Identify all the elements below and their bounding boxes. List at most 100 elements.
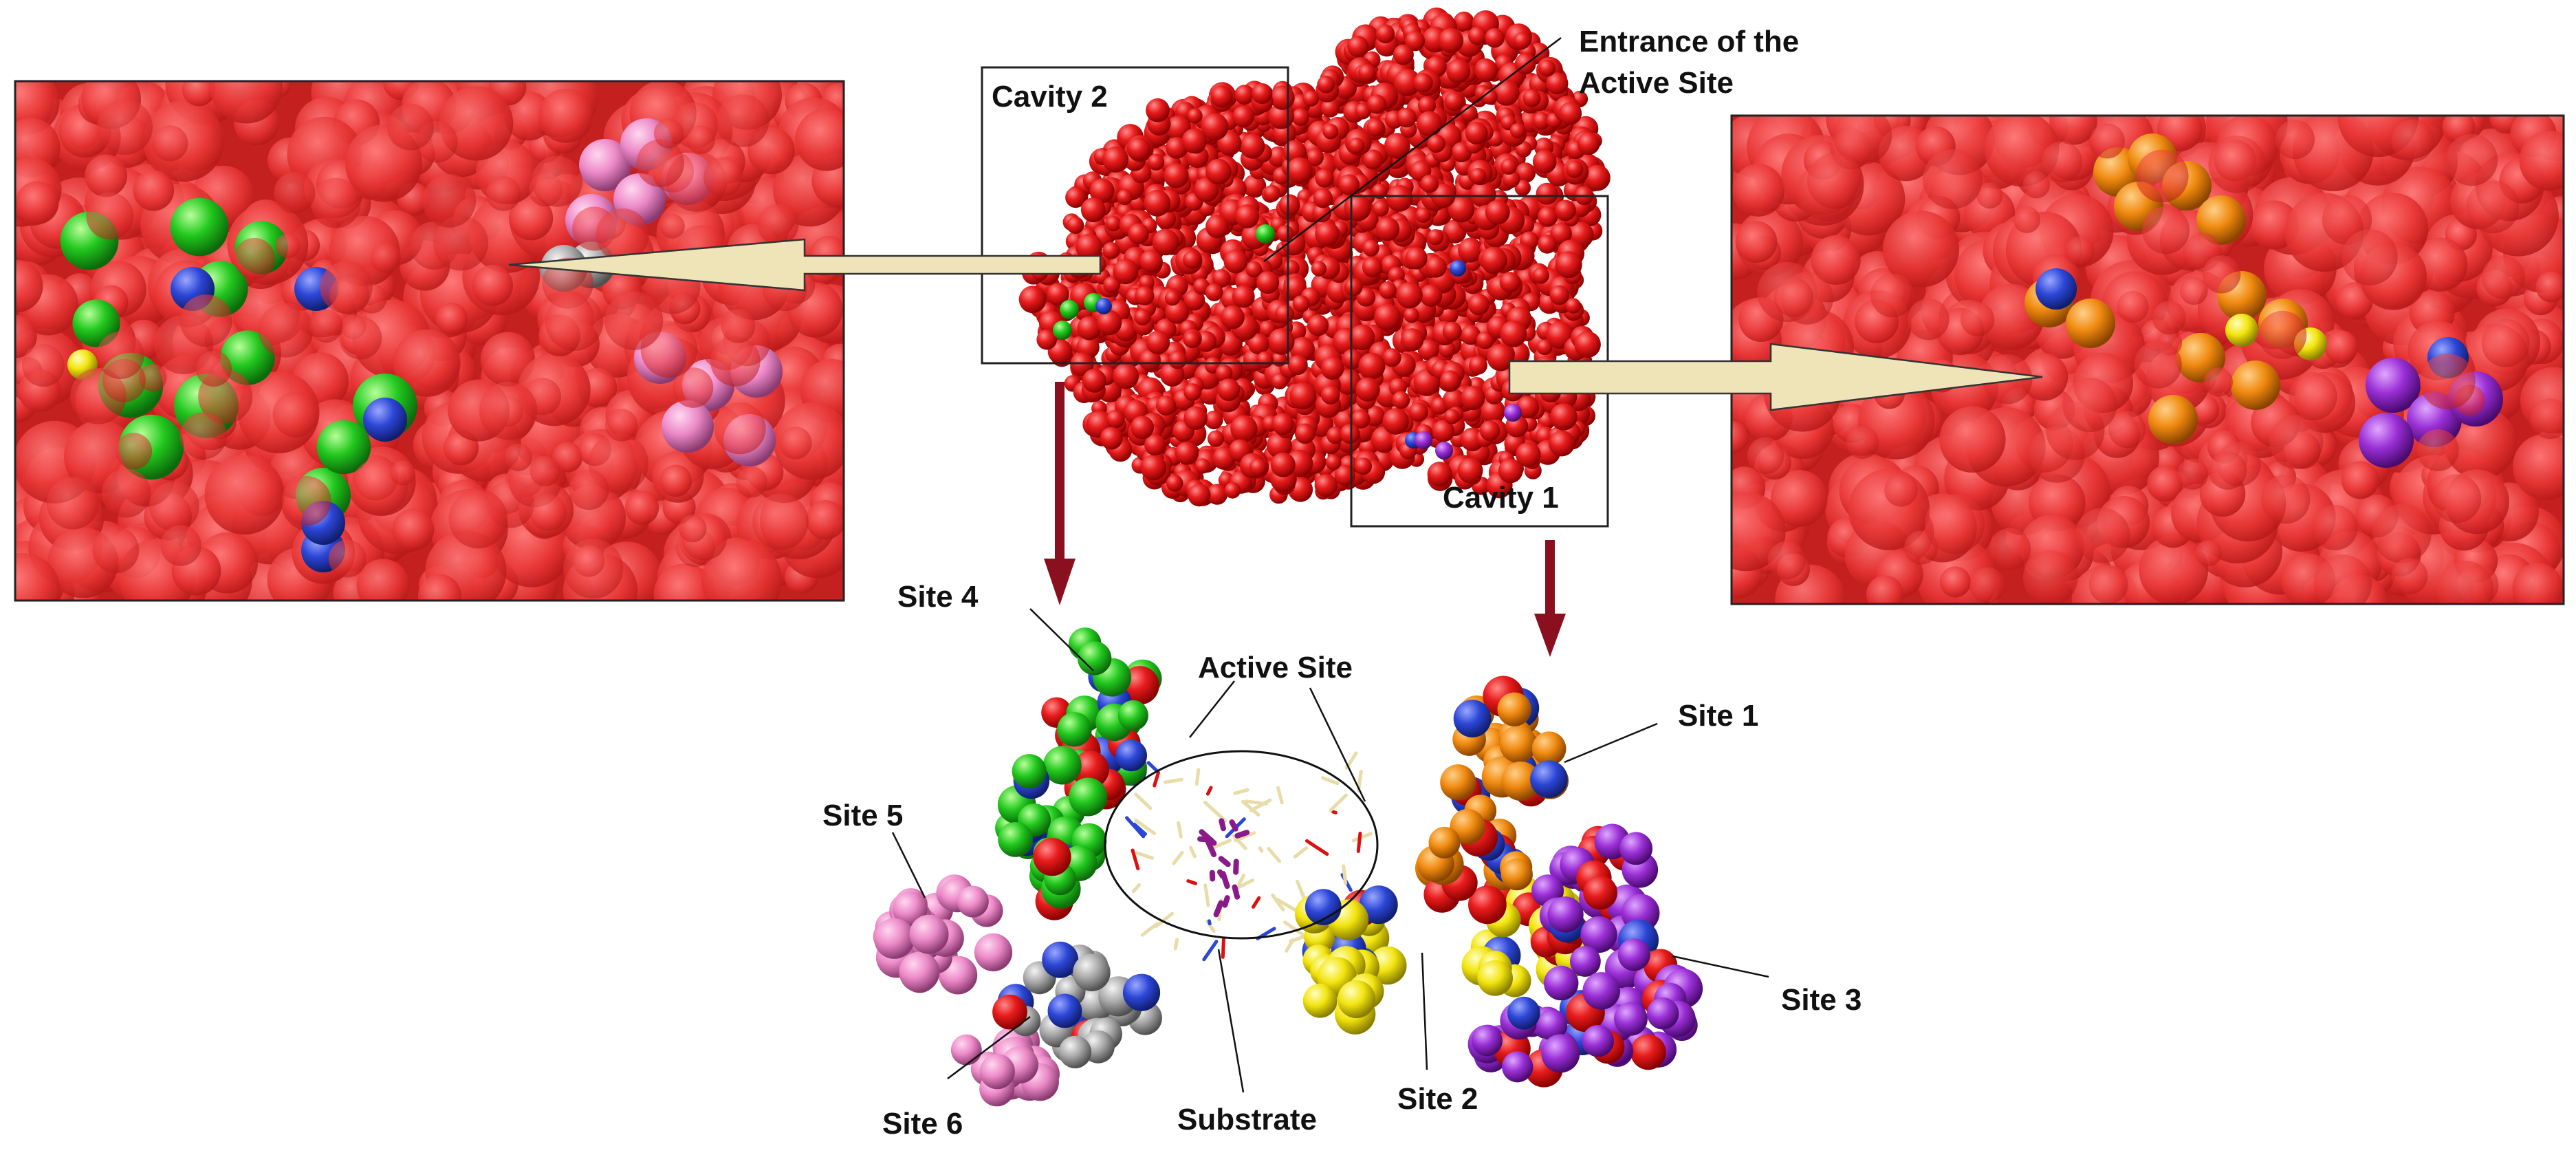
- substrate-bond: [1194, 768, 1201, 786]
- protein-atom: [1266, 433, 1292, 459]
- surface-atom: [2062, 378, 2117, 433]
- protein-atom: [1356, 288, 1376, 307]
- protein-atom: [1168, 350, 1187, 369]
- surface-atom: [390, 460, 415, 486]
- surface-atom: [2075, 508, 2130, 563]
- protein-atom: [1404, 307, 1419, 323]
- site-6-atom: [1058, 1035, 1092, 1069]
- surface-atom: [139, 364, 167, 392]
- surface-atom: [46, 477, 99, 530]
- site-3-atom: [1580, 916, 1617, 953]
- protein-atom: [1427, 229, 1444, 246]
- protein-atom: [1320, 385, 1340, 404]
- surface-atom: [2179, 277, 2208, 305]
- protein-atom: [1355, 377, 1380, 402]
- surface-atom: [779, 427, 812, 460]
- protein-atom: [1442, 321, 1462, 341]
- protein-atom: [1313, 188, 1333, 208]
- protein-atom: [1443, 389, 1465, 411]
- protein-atom: [1320, 98, 1340, 118]
- substrate-bond: [1233, 788, 1249, 795]
- site-4-atom: [1069, 777, 1108, 817]
- surface-atom: [806, 500, 844, 540]
- surface-atom: [2419, 354, 2476, 410]
- site-1-atom: [2231, 360, 2280, 410]
- protein-atom: [1427, 462, 1452, 487]
- surface-atom: [504, 91, 554, 141]
- protein-atom: [1215, 364, 1233, 382]
- protein-atom: [1470, 181, 1496, 208]
- surface-atom: [309, 309, 343, 343]
- site-5-atom: [979, 1054, 1015, 1090]
- protein-atom: [1047, 283, 1069, 306]
- surface-atom: [2135, 149, 2189, 203]
- surface-atom: [1882, 211, 1960, 288]
- site-4-atom: [1043, 746, 1082, 785]
- surface-atom: [2020, 353, 2069, 401]
- surface-atom: [2013, 206, 2040, 233]
- entrance-label-line2: Active Site: [1579, 66, 1734, 100]
- surface-atom: [710, 336, 761, 387]
- surface-atom: [1833, 116, 1892, 165]
- protein-atom: [1404, 31, 1426, 52]
- surface-atom: [2481, 255, 2525, 299]
- site-3-atom: [1435, 442, 1453, 460]
- protein-atom: [1468, 26, 1487, 45]
- substrate-core-bond: [1222, 895, 1230, 908]
- protein-atom: [1278, 194, 1300, 216]
- protein-atom: [1444, 91, 1464, 111]
- protein-atom: [1164, 163, 1189, 188]
- protein-atom: [1287, 355, 1308, 376]
- protein-atom: [1565, 298, 1581, 314]
- surface-atom: [2391, 119, 2434, 162]
- protein-atom: [1187, 108, 1203, 124]
- site-4-atom: [1077, 641, 1112, 676]
- protein-atom: [1113, 259, 1139, 285]
- protein-atom: [1194, 177, 1219, 202]
- protein-atom: [1494, 80, 1520, 106]
- site-3-atom: [1647, 997, 1679, 1030]
- substrate-core-bond: [1199, 829, 1217, 846]
- substrate-bond: [1205, 786, 1213, 796]
- surface-atom: [485, 176, 521, 211]
- surface-atom: [552, 442, 583, 473]
- site-1-atom: [1531, 731, 1567, 766]
- surface-atom: [1866, 575, 1904, 604]
- surface-atom: [472, 264, 513, 306]
- surface-atom: [2152, 301, 2186, 335]
- surface-atom: [1984, 116, 2060, 187]
- surface-atom: [480, 332, 536, 387]
- surface-atom: [97, 99, 153, 155]
- protein-atom: [1292, 295, 1310, 312]
- oxygen-atom: [1071, 751, 1109, 788]
- protein-atom: [1384, 133, 1410, 159]
- protein-atom: [1500, 158, 1517, 175]
- site-1-label: Site 1: [1678, 699, 1758, 733]
- surface-atom: [1811, 235, 1861, 285]
- site-5-atom: [950, 1034, 982, 1066]
- surface-atom: [679, 515, 707, 543]
- protein-atom: [1440, 370, 1461, 391]
- protein-atom: [1460, 104, 1478, 122]
- surface-atom: [2041, 141, 2083, 183]
- site-4-atom: [1117, 700, 1148, 731]
- surface-atom: [1989, 528, 2031, 570]
- surface-atom: [371, 243, 401, 273]
- protein-atom: [1240, 133, 1265, 159]
- protein-atom: [1256, 351, 1274, 368]
- protein-atom: [1374, 303, 1401, 331]
- arrow-left-icon: [508, 238, 1102, 292]
- surface-atom: [356, 559, 410, 601]
- protein-atom: [1485, 28, 1505, 48]
- surface-atom: [653, 118, 684, 149]
- protein-atom: [1499, 272, 1521, 293]
- protein-atom: [1204, 411, 1223, 429]
- nitrogen-atom: [1047, 993, 1082, 1028]
- surface-atom: [686, 125, 715, 154]
- protein-atom: [1432, 420, 1455, 442]
- surface-atom: [393, 329, 461, 397]
- nitrogen-atom: [1359, 885, 1398, 925]
- surface-atom: [160, 525, 201, 566]
- surface-atom: [1939, 406, 2006, 473]
